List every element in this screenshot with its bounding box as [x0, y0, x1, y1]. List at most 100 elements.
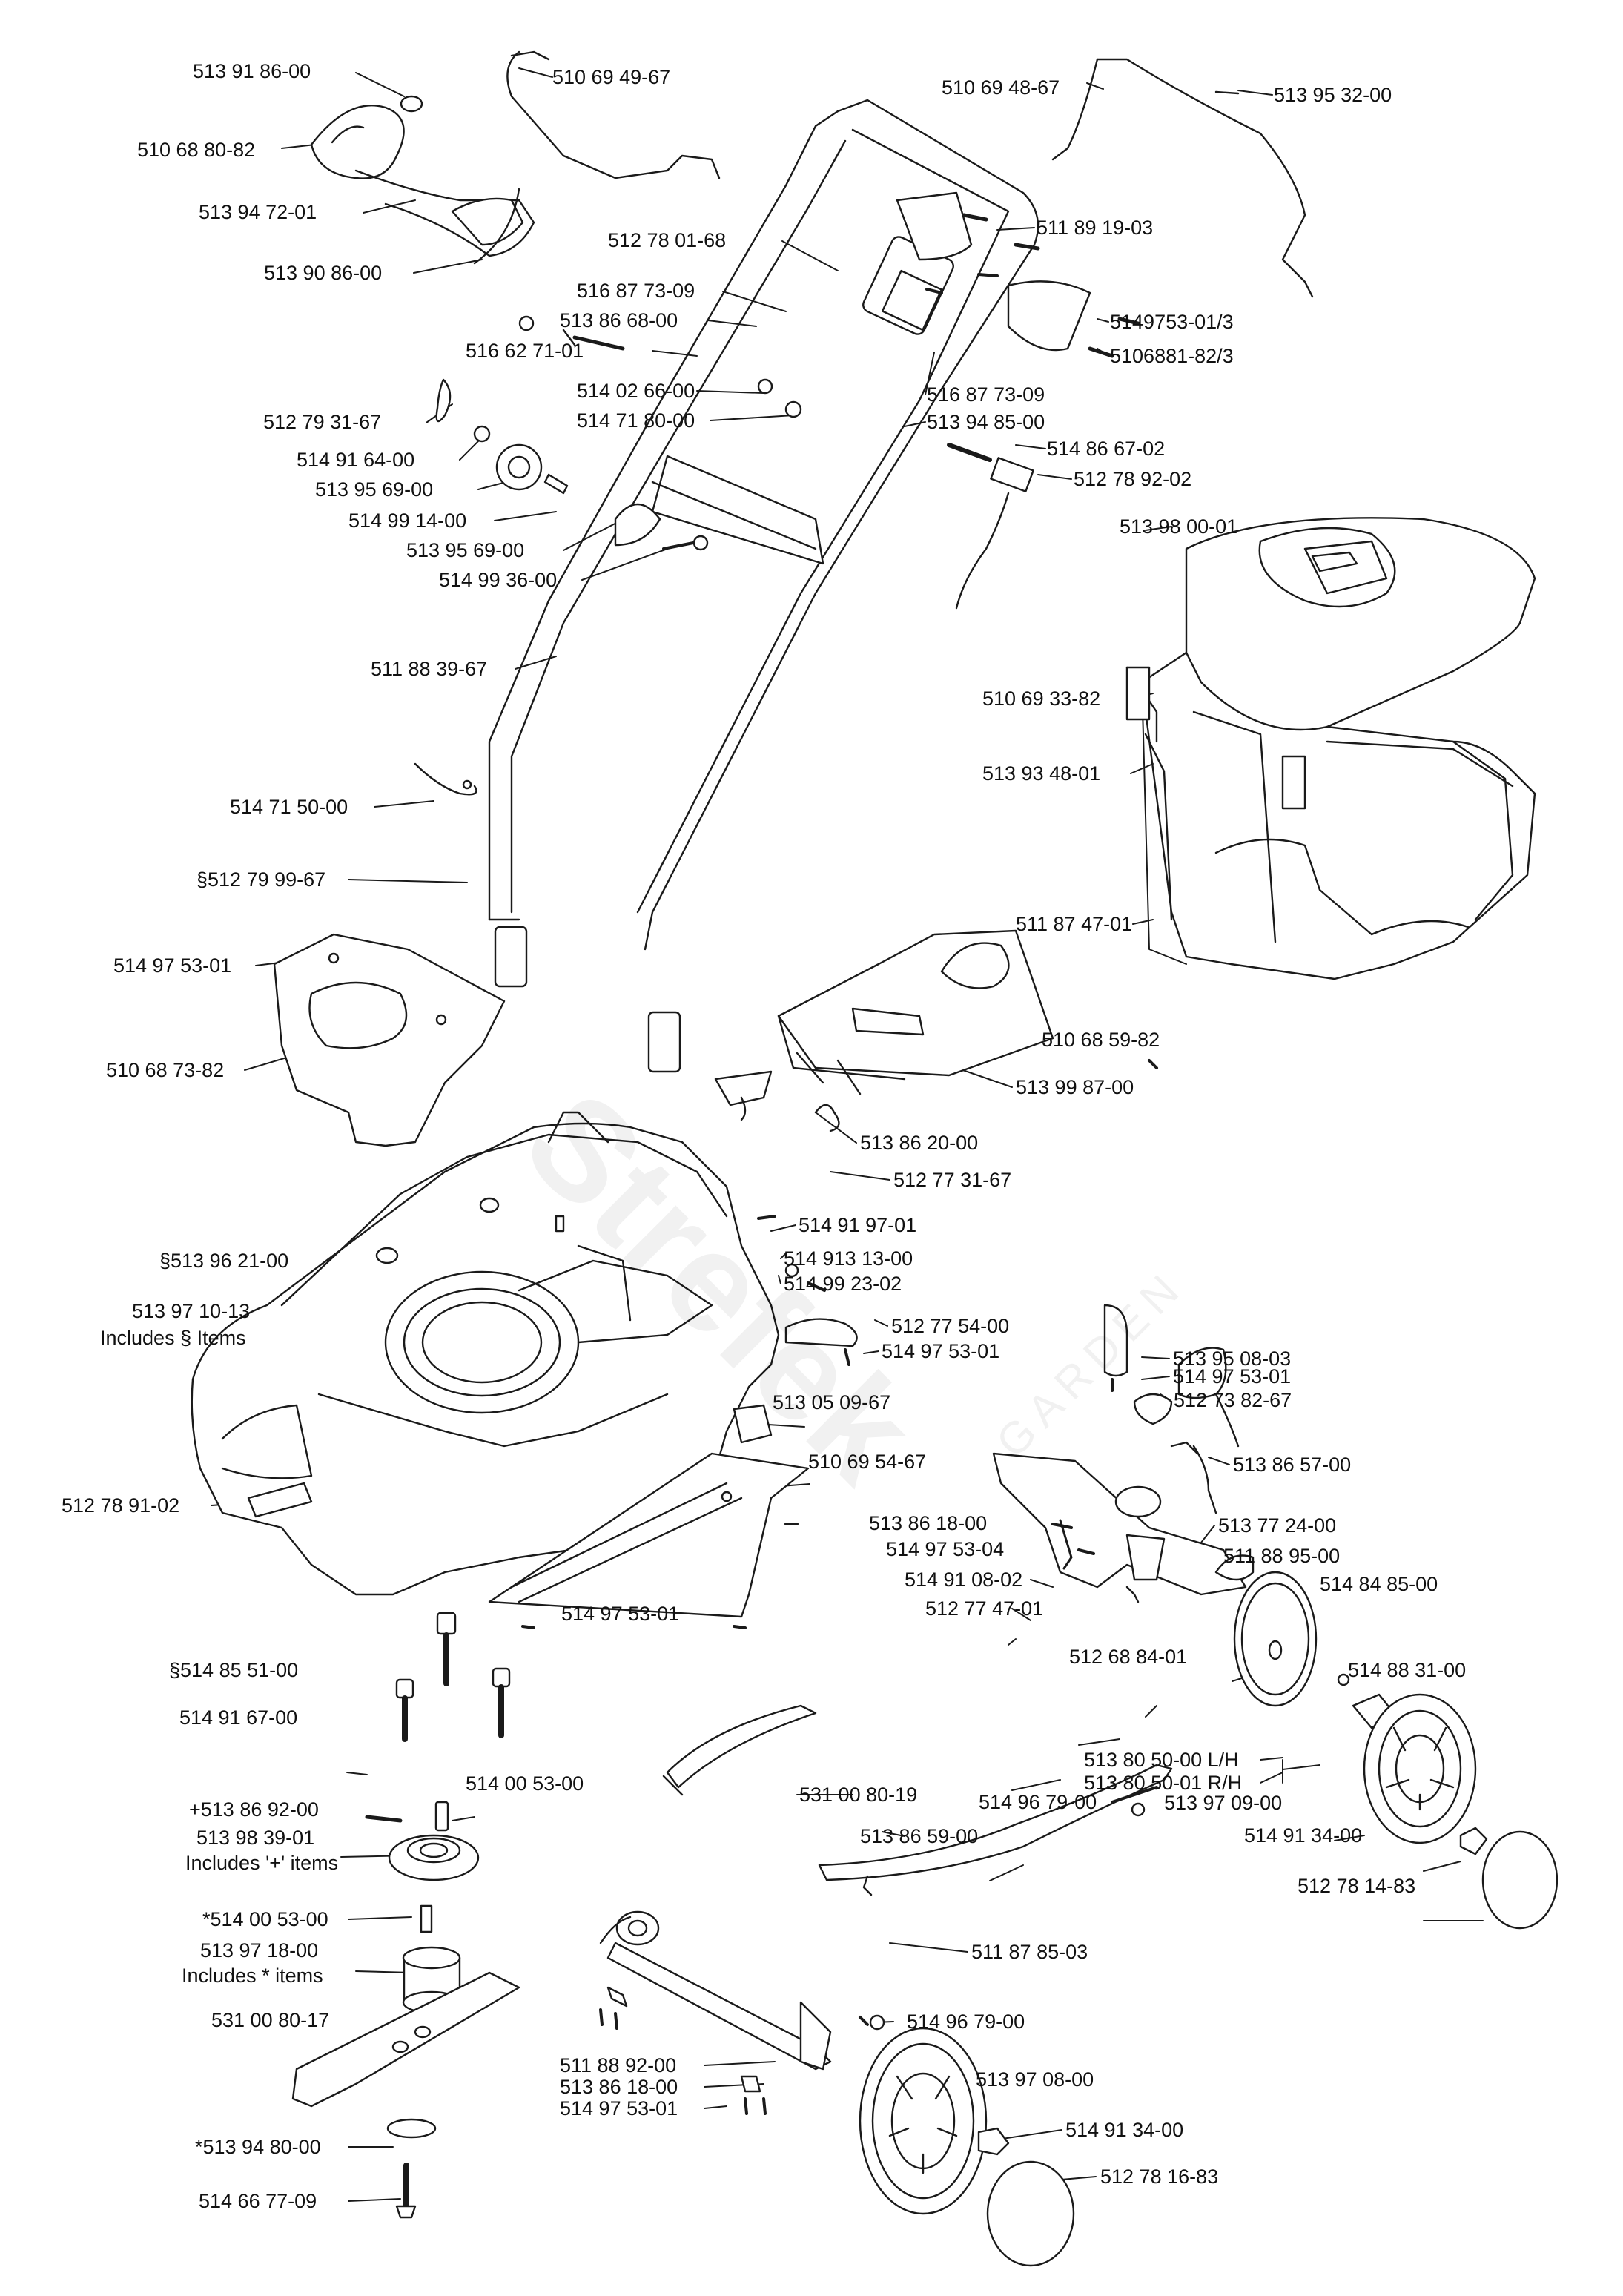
- part-label: §512 79 99-67: [196, 868, 326, 891]
- part-label: Includes '+' items: [185, 1852, 339, 1874]
- part-label: 514 96 79-00: [979, 1791, 1097, 1813]
- rear-plate: [488, 1452, 810, 1629]
- part-label: §513 96 21-00: [159, 1250, 289, 1272]
- part-label: *513 94 80-00: [195, 2136, 321, 2158]
- part-label: 514 97 53-01: [1173, 1365, 1292, 1388]
- part-label: 512 77 54-00: [891, 1315, 1010, 1337]
- part-label: 510 69 54-67: [808, 1451, 927, 1473]
- part-label: 514 00 53-00: [466, 1772, 584, 1795]
- part-label: 514 99 23-02: [784, 1273, 902, 1295]
- part-label: 510 68 80-82: [137, 139, 256, 161]
- part-label: 514 71 50-00: [230, 796, 348, 818]
- part-label: 5149753-01/3: [1110, 311, 1234, 333]
- part-label: 512 78 91-02: [62, 1494, 180, 1517]
- part-label: 513 94 85-00: [927, 411, 1045, 433]
- part-label: 513 95 69-00: [315, 478, 434, 501]
- part-label: 510 69 33-82: [982, 687, 1101, 710]
- drive-bail-bars: [506, 50, 1314, 298]
- part-label: 513 90 86-00: [264, 262, 383, 284]
- rear-wheel: [1233, 1571, 1558, 1930]
- part-label: 510 68 59-82: [1042, 1029, 1160, 1051]
- part-label: 514 91 34-00: [1065, 2119, 1184, 2141]
- part-label: 514 99 14-00: [348, 509, 467, 532]
- part-label: 514 97 53-01: [560, 2097, 678, 2119]
- part-label: 513 86 18-00: [869, 1512, 988, 1534]
- part-label: 513 05 09-67: [773, 1391, 891, 1413]
- drive-gearbox: [992, 1347, 1255, 1603]
- belt-and-blade: [291, 1704, 817, 2219]
- part-label: 514 86 67-02: [1047, 438, 1166, 460]
- part-label: 514 91 64-00: [297, 449, 415, 471]
- part-label: 511 88 95-00: [1223, 1545, 1341, 1567]
- lower-handle-tubes: [488, 918, 681, 1073]
- side-deflector: [273, 933, 506, 1147]
- part-label: 5106881-82/3: [1110, 345, 1234, 367]
- part-label: 512 78 01-68: [608, 229, 727, 251]
- upper-handle: [488, 99, 1091, 951]
- part-label: 531 00 80-17: [211, 2009, 330, 2031]
- front-wheel: [859, 2027, 1075, 2267]
- part-label: 513 98 39-01: [196, 1827, 315, 1849]
- part-label: 516 62 71-01: [466, 340, 584, 362]
- part-label: 514 97 53-01: [882, 1340, 1000, 1362]
- part-label: 511 87 85-03: [971, 1941, 1088, 1963]
- part-label: 513 86 59-00: [860, 1825, 979, 1847]
- part-label: §514 85 51-00: [169, 1659, 299, 1681]
- part-label: 513 95 32-00: [1274, 84, 1392, 106]
- part-label: 512 77 47-01: [925, 1597, 1044, 1620]
- part-label: 511 87 47-01: [1016, 913, 1133, 935]
- part-label: 513 95 08-03: [1173, 1347, 1292, 1370]
- adjustment-hardware: [414, 315, 802, 796]
- part-label: Includes * items: [182, 1965, 323, 1987]
- part-label: 513 94 72-01: [199, 201, 317, 223]
- part-label: 512 78 92-02: [1074, 468, 1192, 490]
- part-label: 513 97 10-13: [132, 1300, 251, 1322]
- part-label: 514 84 85-00: [1320, 1573, 1438, 1595]
- part-label: 514 97 53-04: [886, 1538, 1005, 1560]
- part-label: 514 88 31-00: [1348, 1659, 1467, 1681]
- part-label: 514 66 77-09: [199, 2190, 317, 2212]
- rear-cover-flap: [777, 929, 1054, 1095]
- part-label: 512 79 31-67: [263, 411, 382, 433]
- part-label: 514 97 53-01: [561, 1603, 680, 1625]
- part-label: 512 77 31-67: [893, 1169, 1012, 1191]
- part-label: 511 88 39-67: [371, 658, 488, 680]
- part-label: 510 69 48-67: [942, 76, 1060, 99]
- mower-deck: [191, 1111, 780, 1596]
- cable-switch: [947, 443, 1034, 610]
- part-label: 514 99 36-00: [439, 569, 558, 591]
- part-label: 513 77 24-00: [1218, 1514, 1337, 1537]
- part-label: 513 86 18-00: [560, 2076, 678, 2098]
- part-label: 514 02 66-00: [577, 380, 695, 402]
- part-label: 510 69 49-67: [552, 66, 671, 88]
- part-label: 513 80 50-01 R/H: [1084, 1772, 1243, 1794]
- handle-grip-assembly: [310, 95, 535, 265]
- part-label: 512 68 84-01: [1069, 1646, 1188, 1668]
- part-label: 512 78 16-83: [1100, 2165, 1219, 2188]
- part-label: 511 89 19-03: [1037, 217, 1154, 239]
- part-label: 513 86 20-00: [860, 1132, 979, 1154]
- part-label: 514 91 67-00: [179, 1706, 298, 1729]
- part-label: 531 00 80-19: [799, 1784, 918, 1806]
- part-label: 513 91 86-00: [193, 60, 311, 82]
- part-label: 513 95 69-00: [406, 539, 525, 561]
- part-label: 514 96 79-00: [907, 2010, 1025, 2033]
- part-label: 516 87 73-09: [927, 383, 1045, 406]
- part-label: 510 68 73-82: [106, 1059, 225, 1081]
- misc-fasteners: [395, 213, 1158, 1742]
- part-label: +513 86 92-00: [189, 1798, 319, 1821]
- part-label: 513 97 09-00: [1164, 1792, 1283, 1814]
- part-label: 514 913 13-00: [784, 1247, 913, 1270]
- deck-small-parts: [714, 1070, 1173, 1444]
- part-label: 514 91 08-02: [905, 1568, 1023, 1591]
- part-label: 514 91 34-00: [1244, 1824, 1363, 1847]
- part-label: Includes § Items: [100, 1327, 246, 1349]
- part-label: 513 98 00-01: [1120, 515, 1238, 538]
- part-label: 511 88 92-00: [560, 2054, 677, 2076]
- part-label: 512 73 82-67: [1174, 1389, 1292, 1411]
- part-label: 516 87 73-09: [577, 280, 695, 302]
- front-axle-assembly: [599, 1764, 1173, 2115]
- part-label: 514 71 80-00: [577, 409, 695, 432]
- part-label: 513 93 48-01: [982, 762, 1101, 785]
